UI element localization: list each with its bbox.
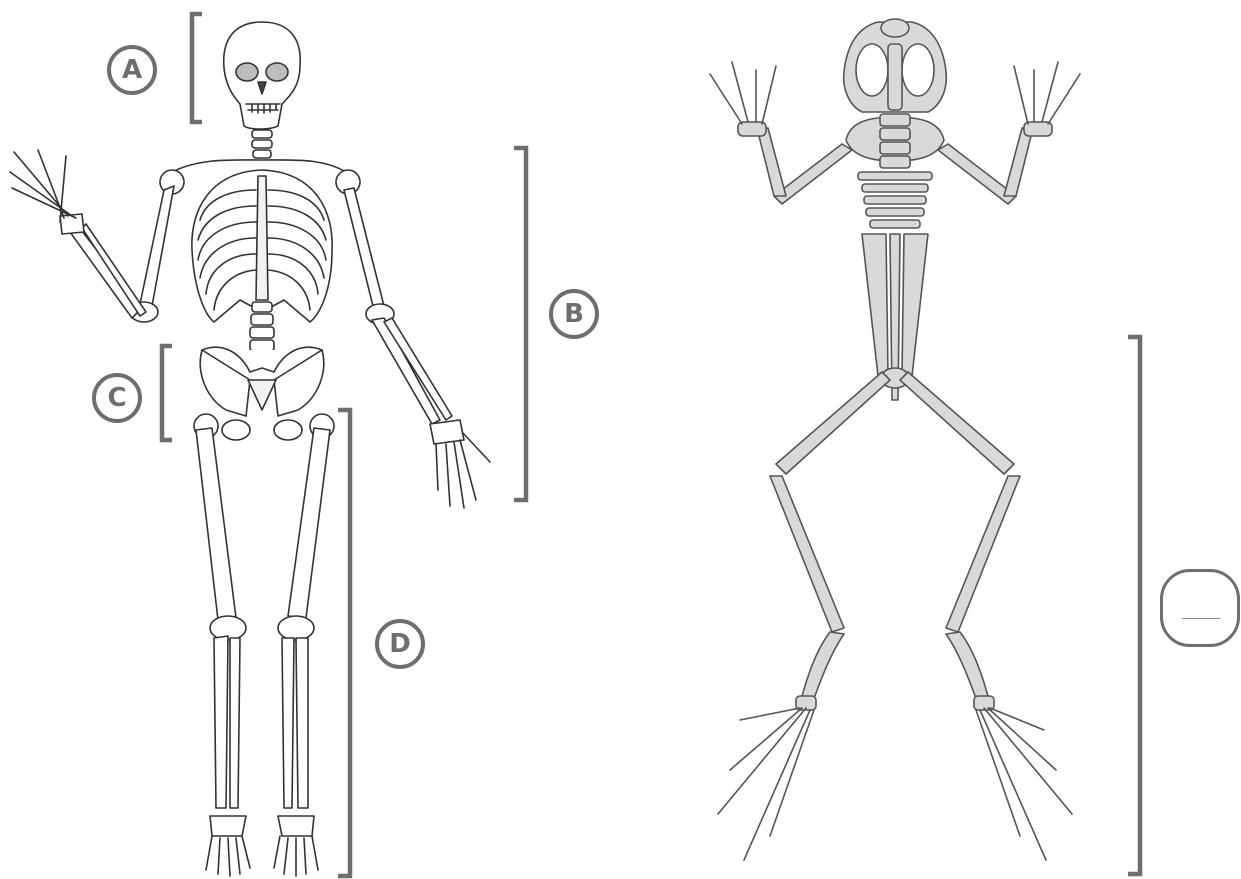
frog-right-arm <box>938 62 1080 204</box>
answer-box-frog-legs[interactable] <box>1160 569 1240 647</box>
label-d: D <box>375 619 425 669</box>
label-c: C <box>92 373 142 423</box>
frog-pelvis <box>862 234 928 400</box>
frog-left-leg <box>718 372 890 860</box>
frog-left-arm <box>710 62 852 204</box>
frog-right-leg <box>900 372 1072 860</box>
frog-skull <box>844 19 947 112</box>
label-b: B <box>549 289 599 339</box>
answer-line <box>1182 618 1220 619</box>
label-a: A <box>107 45 157 95</box>
